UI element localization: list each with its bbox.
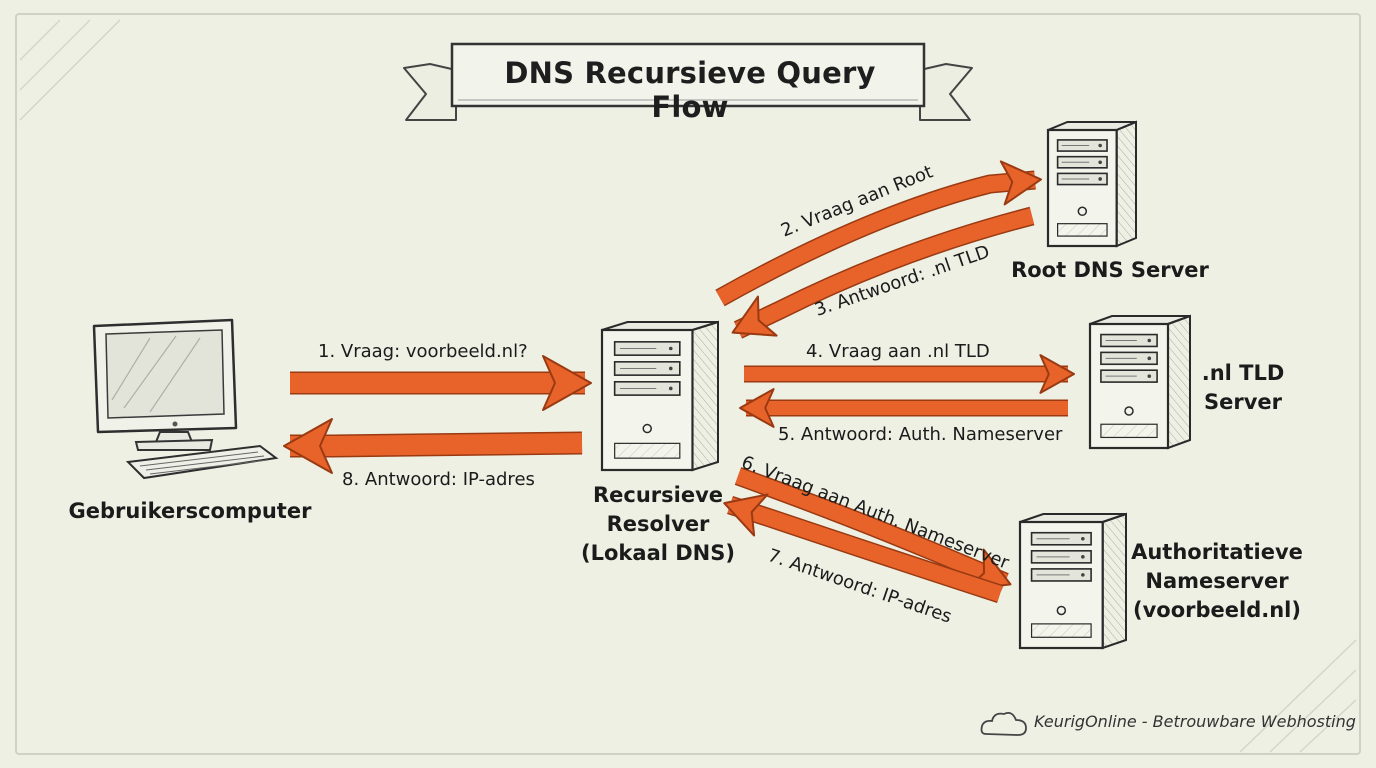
page-border xyxy=(15,13,1361,755)
desktop-computer-icon xyxy=(92,318,279,480)
edge-label-4: 4. Vraag aan .nl TLD xyxy=(806,341,990,362)
node-label-tld-server: .nl TLD Server xyxy=(1202,359,1285,417)
server-tower-icon-tld xyxy=(1088,314,1191,450)
node-label-line: .nl TLD xyxy=(1201,361,1285,385)
edge-arrows xyxy=(283,160,1075,604)
node-label-line: (Lokaal DNS) xyxy=(581,541,735,565)
corner-hatch-top-left xyxy=(19,19,121,121)
arrow-step-8 xyxy=(283,418,583,474)
arrow-step-6 xyxy=(734,467,1012,591)
arrow-step-3 xyxy=(731,206,1035,339)
corner-hatch-bottom-right xyxy=(1239,639,1357,753)
node-label-line: Gebruikerscomputer xyxy=(68,499,312,523)
arrow-step-2 xyxy=(715,160,1042,307)
server-tower-icon-root xyxy=(1046,120,1137,248)
edge-label-8: 8. Antwoord: IP-adres xyxy=(342,469,535,490)
node-label-user-computer: Gebruikerscomputer xyxy=(69,497,312,526)
edge-label-1: 1. Vraag: voorbeeld.nl? xyxy=(318,341,528,362)
node-label-line: Resolver xyxy=(606,512,710,536)
banner-body xyxy=(450,42,926,108)
node-label-line: Root DNS Server xyxy=(1011,258,1209,282)
edge-label-5: 5. Antwoord: Auth. Nameserver xyxy=(778,424,1063,445)
arrow-step-7 xyxy=(723,493,1003,604)
server-tower-icon-resolver xyxy=(600,320,719,472)
node-label-line: (voorbeeld.nl) xyxy=(1133,598,1301,622)
arrow-step-1 xyxy=(290,355,592,411)
arrow-step-4 xyxy=(744,354,1075,394)
server-tower-icon-auth xyxy=(1018,512,1127,650)
banner-left-tail xyxy=(403,63,457,121)
node-label-line: Server xyxy=(1203,390,1283,414)
banner-right-tail xyxy=(919,63,973,121)
arrow-step-5 xyxy=(739,388,1068,428)
cloud-icon xyxy=(980,711,1027,736)
diagram-title: DNS Recursieve Query Flow xyxy=(504,56,876,124)
title-banner xyxy=(403,42,973,121)
servers-layer xyxy=(600,120,1191,650)
node-label-line: Nameserver xyxy=(1145,569,1289,593)
node-label-line: Recursieve xyxy=(592,483,724,507)
footer-brand-text: KeurigOnline - Betrouwbare Webhosting xyxy=(1034,712,1356,731)
node-label-line: Authoritatieve xyxy=(1131,540,1303,564)
node-label-root-server: Root DNS Server xyxy=(1011,256,1209,285)
